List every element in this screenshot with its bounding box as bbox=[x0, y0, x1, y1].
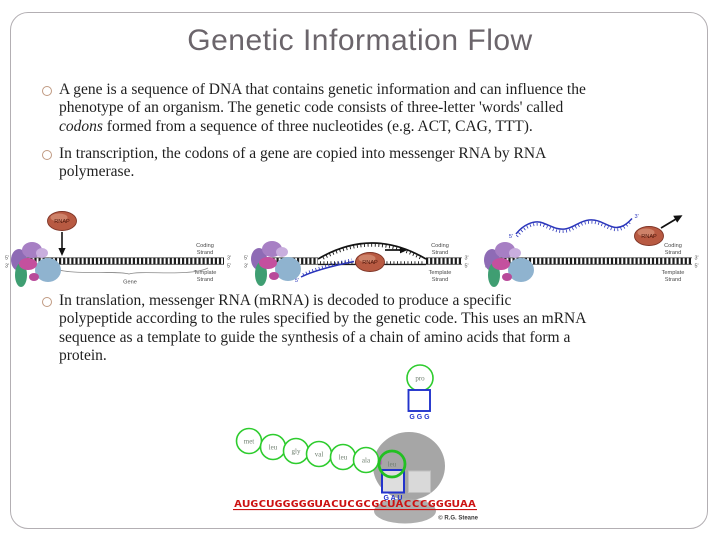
bullet1-line3: codons formed from a sequence of three n… bbox=[59, 118, 692, 136]
bullet-circle-icon bbox=[42, 150, 52, 160]
five-prime-label: 5' bbox=[5, 256, 9, 262]
bullet1-line2: phenotype of an organism. The genetic co… bbox=[59, 99, 564, 117]
amino-acid-label: ala bbox=[362, 457, 371, 465]
template-strand-label2: Strand bbox=[432, 277, 448, 283]
trna-square-incoming bbox=[407, 389, 431, 412]
transcription-bubble-teeth bbox=[322, 243, 422, 260]
amino-acid-label: val bbox=[315, 451, 324, 459]
bullet-transcription: In transcription, the codons of a gene a… bbox=[40, 145, 692, 182]
three-prime-label: 3' bbox=[465, 256, 469, 262]
mrna-sequence-text: AUGCUGGGGGUACUCGCGCUACCCGGGUAA bbox=[234, 499, 476, 510]
nascent-rna-teeth bbox=[302, 258, 353, 276]
bullet-gene-definition: A gene is a sequence of DNA that contain… bbox=[40, 81, 692, 136]
bullet3-line2: polypeptide according to the rules speci… bbox=[59, 310, 587, 328]
amino-acid-label: leu bbox=[339, 454, 348, 462]
template-strand-label: Template bbox=[429, 270, 452, 276]
gene-brace bbox=[52, 267, 209, 275]
coding-strand-label: Coding bbox=[196, 243, 214, 249]
slide-title: Genetic Information Flow bbox=[187, 24, 533, 57]
three-prime-label: 3' bbox=[695, 256, 699, 262]
three-prime-label: 3' bbox=[5, 264, 9, 270]
movement-arrowhead bbox=[400, 246, 408, 254]
transcription-panel-termination: 5' 3' 3' 5' Coding Strand Template Stran… bbox=[484, 214, 699, 287]
polypeptide-chain: met leu gly val leu ala leu bbox=[235, 427, 407, 479]
coding-strand-label2: Strand bbox=[665, 250, 681, 256]
trna-square-exiting bbox=[408, 470, 431, 493]
amino-acid-label: gly bbox=[292, 448, 301, 456]
released-mrna-strand bbox=[515, 217, 633, 235]
transcription-panel-elongation: 5' 5' 3' 3' 5' Coding Strand Template St… bbox=[244, 241, 469, 286]
rnap-binding-arrowhead bbox=[58, 248, 66, 256]
translation-diagram: pro G G G AUGCUGGGGGUACUCGCGCUACCCGGGUAA… bbox=[233, 364, 479, 524]
ribosome-small-subunit bbox=[374, 498, 436, 524]
five-prime-label: 5' bbox=[695, 264, 699, 270]
bullet1-line3-rest: formed from a sequence of three nucleoti… bbox=[102, 117, 533, 135]
bullet-circle-icon bbox=[42, 297, 52, 307]
amino-acid-label: leu bbox=[269, 444, 278, 452]
template-strand-label: Template bbox=[194, 270, 217, 276]
coding-strand-label: Coding bbox=[664, 243, 682, 249]
amino-acid-label: met bbox=[244, 438, 255, 446]
rna-five-prime-label: 5' bbox=[295, 278, 299, 284]
image-credit: © R.G. Steane bbox=[438, 515, 478, 522]
three-prime-label: 3' bbox=[227, 256, 231, 262]
incoming-trna: pro G G G bbox=[406, 364, 434, 421]
anticodon-gau-label: G A U bbox=[384, 495, 403, 502]
rnap-release-arrow bbox=[660, 218, 677, 229]
bullet2-line1: In transcription, the codons of a gene a… bbox=[59, 145, 547, 162]
protein-complex-icon bbox=[251, 241, 301, 286]
template-strand-label: Template bbox=[662, 270, 685, 276]
coding-strand-label: Coding bbox=[431, 243, 449, 249]
codons-italic: codons bbox=[59, 117, 103, 135]
released-mrna-teeth bbox=[515, 220, 632, 238]
mrna-five-prime-label: 5' bbox=[509, 234, 513, 240]
rnap-icon bbox=[355, 252, 385, 272]
three-prime-label: 3' bbox=[244, 264, 248, 270]
bullet1-line1: A gene is a sequence of DNA that contain… bbox=[59, 81, 586, 98]
amino-acid-label: leu bbox=[388, 461, 397, 469]
five-prime-label: 5' bbox=[227, 264, 231, 270]
amino-acid-circle-current bbox=[377, 449, 407, 479]
coding-strand-label2: Strand bbox=[197, 250, 213, 256]
rnap-icon bbox=[47, 211, 77, 231]
template-strand-label2: Strand bbox=[197, 277, 213, 283]
template-strand-label2: Strand bbox=[665, 277, 681, 283]
protein-complex-icon bbox=[11, 242, 61, 287]
bullet3-line1: In translation, messenger RNA (mRNA) is … bbox=[59, 292, 512, 309]
bullet3-line4: protein. bbox=[59, 347, 107, 365]
amino-acid-label-pro: pro bbox=[415, 375, 425, 383]
bullet-translation: In translation, messenger RNA (mRNA) is … bbox=[40, 292, 692, 366]
bullet-circle-icon bbox=[42, 86, 52, 96]
gene-label: Gene bbox=[123, 280, 137, 286]
coding-strand-label2: Strand bbox=[432, 250, 448, 256]
five-prime-label: 5' bbox=[465, 264, 469, 270]
slide-border bbox=[10, 12, 708, 529]
bullet3-line3: sequence as a template to guide the synt… bbox=[59, 328, 571, 346]
rnap-icon bbox=[634, 226, 664, 246]
five-prime-label: 5' bbox=[244, 256, 248, 262]
mrna-three-prime-label: 3' bbox=[635, 214, 639, 220]
anticodon-ggg-label: G G G bbox=[409, 414, 430, 421]
transcription-diagram: RNAP 5' 3' 3' 5' Coding Strand Template … bbox=[5, 211, 699, 287]
rnap-release-arrowhead bbox=[673, 215, 683, 223]
bullet2-line2: polymerase. bbox=[59, 163, 135, 181]
transcription-panel-initiation: 5' 3' 3' 5' Coding Strand Template Stran… bbox=[5, 211, 231, 287]
protein-complex-icon bbox=[484, 242, 534, 287]
